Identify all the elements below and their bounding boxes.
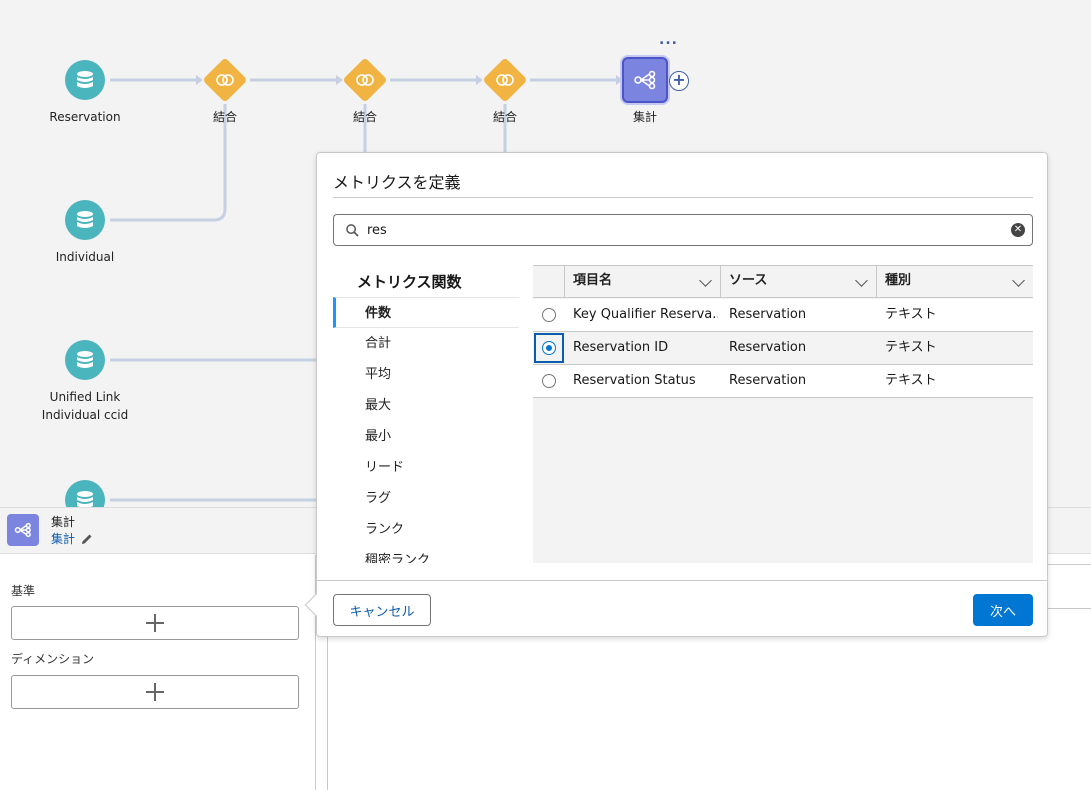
column-header-field[interactable]: 項目名 bbox=[565, 266, 721, 298]
join-node-2[interactable] bbox=[342, 57, 388, 103]
join-icon bbox=[356, 74, 374, 86]
function-item-min[interactable]: 最小 bbox=[365, 429, 392, 444]
flow-connectors bbox=[110, 75, 623, 502]
function-item-count[interactable]: 件数 bbox=[333, 297, 519, 328]
join-node-3[interactable] bbox=[482, 57, 528, 103]
type-cell: テキスト bbox=[885, 373, 937, 388]
aggregate-node[interactable] bbox=[622, 57, 668, 103]
field-name-cell: Reservation Status bbox=[573, 373, 696, 388]
column-header-source[interactable]: ソース bbox=[721, 266, 877, 298]
chevron-down-icon[interactable] bbox=[1012, 274, 1025, 287]
join-icon bbox=[496, 74, 514, 86]
type-cell: テキスト bbox=[885, 307, 937, 322]
function-item-lag[interactable]: ラグ bbox=[365, 491, 392, 506]
divider bbox=[317, 580, 1047, 581]
node-name[interactable]: 集計 bbox=[51, 530, 93, 547]
plus-icon bbox=[146, 614, 164, 632]
join-node-1[interactable] bbox=[202, 57, 248, 103]
divider bbox=[333, 197, 1033, 198]
function-item-average[interactable]: 平均 bbox=[365, 367, 392, 382]
radio-focus-ring bbox=[534, 333, 564, 363]
column-header-type-label: 種別 bbox=[885, 273, 912, 288]
pencil-icon[interactable] bbox=[81, 533, 93, 545]
type-cell: テキスト bbox=[885, 340, 937, 355]
table-row[interactable]: Reservation ID Reservation テキスト bbox=[533, 332, 1033, 365]
database-icon bbox=[77, 211, 93, 228]
aggregate-icon bbox=[7, 514, 39, 546]
config-right-bar bbox=[1048, 564, 1091, 594]
modal-title: メトリクスを定義 bbox=[333, 173, 461, 192]
metric-function-items: 件数 合計 平均 最大 最小 リード ラグ ランク 稠密ランク bbox=[333, 297, 519, 563]
aggregate-icon bbox=[634, 70, 656, 90]
add-basis-button[interactable] bbox=[11, 606, 299, 640]
field-table-header: 項目名 ソース 種別 bbox=[533, 266, 1033, 298]
config-right-pane bbox=[327, 608, 1091, 790]
individual-node[interactable] bbox=[65, 200, 105, 240]
column-header-type[interactable]: 種別 bbox=[877, 266, 1033, 298]
search-icon bbox=[346, 223, 359, 237]
node-more-menu[interactable]: ... bbox=[659, 32, 678, 48]
metric-functions-header: メトリクス関数 bbox=[357, 273, 462, 291]
select-column-header bbox=[533, 266, 565, 298]
metric-function-list: メトリクス関数 件数 合計 平均 最大 最小 リード ラグ ランク 稠密ランク bbox=[333, 265, 533, 563]
unified-link-node[interactable] bbox=[65, 340, 105, 380]
plus-icon bbox=[146, 683, 164, 701]
reservation-node-label: Reservation bbox=[49, 110, 121, 124]
source-cell: Reservation bbox=[729, 307, 807, 322]
cancel-button[interactable]: キャンセル bbox=[333, 594, 431, 626]
add-node-button[interactable]: + bbox=[669, 71, 689, 91]
table-row[interactable]: Key Qualifier Reserva... Reservation テキス… bbox=[533, 299, 1033, 332]
join-node-3-label: 結合 bbox=[492, 110, 517, 124]
chevron-down-icon[interactable] bbox=[855, 274, 868, 287]
source-cell: Reservation bbox=[729, 373, 807, 388]
function-item-dense-rank[interactable]: 稠密ランク bbox=[365, 553, 431, 563]
search-field[interactable]: ✕ bbox=[333, 214, 1033, 246]
function-item-sum[interactable]: 合計 bbox=[365, 336, 392, 351]
db-node-partial[interactable] bbox=[65, 480, 105, 507]
field-name-cell: Key Qualifier Reserva... bbox=[573, 307, 718, 322]
row-radio[interactable] bbox=[542, 308, 556, 322]
column-header-source-label: ソース bbox=[729, 273, 768, 288]
join-icon bbox=[216, 74, 234, 86]
next-button[interactable]: 次へ bbox=[973, 594, 1033, 626]
config-left-pane: 基準 ディメンション bbox=[0, 555, 316, 790]
database-icon bbox=[77, 71, 93, 88]
unified-link-node-label: Unified Link Individual ccid bbox=[25, 388, 145, 424]
unified-link-label-line2: Individual ccid bbox=[41, 408, 129, 422]
node-type-label: 集計 bbox=[51, 515, 76, 529]
node-config-panel: 集計 集計 基準 ディメンション bbox=[0, 507, 1091, 790]
function-item-max[interactable]: 最大 bbox=[365, 398, 392, 413]
table-row[interactable]: Reservation Status Reservation テキスト bbox=[533, 365, 1033, 398]
function-item-rank[interactable]: ランク bbox=[365, 522, 405, 537]
dimension-label: ディメンション bbox=[11, 652, 95, 666]
search-input[interactable] bbox=[367, 222, 987, 238]
add-dimension-button[interactable] bbox=[11, 675, 299, 709]
basis-label: 基準 bbox=[11, 584, 36, 598]
reservation-node[interactable] bbox=[65, 60, 105, 100]
source-cell: Reservation bbox=[729, 340, 807, 355]
database-icon bbox=[77, 491, 93, 507]
function-item-lead[interactable]: リード bbox=[365, 460, 405, 475]
column-header-field-label: 項目名 bbox=[573, 273, 613, 288]
row-radio-selected[interactable] bbox=[542, 341, 556, 355]
aggregate-node-label: 集計 bbox=[632, 110, 657, 124]
row-radio[interactable] bbox=[542, 374, 556, 388]
database-icon bbox=[77, 351, 93, 368]
define-metrics-popover: メトリクスを定義 ✕ メトリクス関数 件数 合計 平均 最大 最小 リード ラグ… bbox=[304, 152, 1048, 637]
join-node-1-label: 結合 bbox=[212, 110, 237, 124]
field-name-cell: Reservation ID bbox=[573, 340, 669, 355]
field-table: 項目名 ソース 種別 Key Qualifier Reserva... Rese… bbox=[533, 265, 1033, 563]
individual-node-label: Individual bbox=[55, 250, 115, 264]
clear-search-icon[interactable]: ✕ bbox=[1011, 223, 1025, 237]
chevron-down-icon[interactable] bbox=[699, 274, 712, 287]
unified-link-label-line1: Unified Link bbox=[49, 390, 121, 404]
node-name-text: 集計 bbox=[51, 532, 76, 546]
join-node-2-label: 結合 bbox=[352, 110, 377, 124]
